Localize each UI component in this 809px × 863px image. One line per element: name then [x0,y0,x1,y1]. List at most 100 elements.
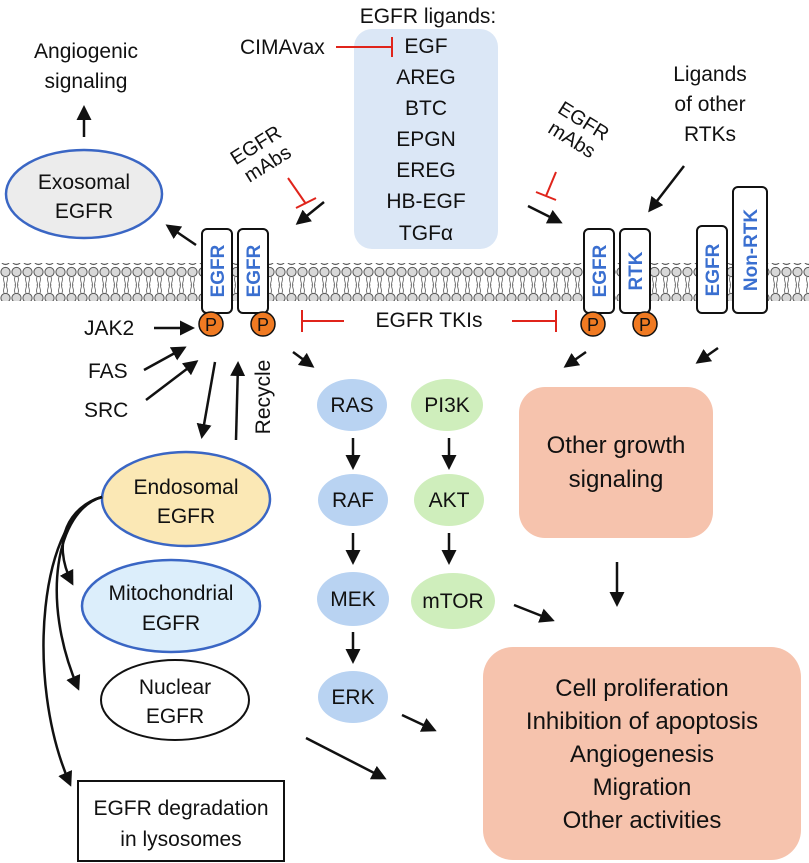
receptor-egfr-label: EGFR [590,244,611,297]
endosomal-label-line2: EGFR [157,505,215,528]
outcome-item: Migration [593,774,692,801]
tkis-label: EGFR TKIs [376,309,483,332]
kinase-src: SRC [84,399,128,422]
kinase-fas: FAS [88,360,128,383]
phospho-site: P [250,311,276,337]
svg-text:P: P [257,315,269,335]
svg-text:P: P [639,315,651,335]
arrow-to-pathways [292,350,315,368]
node-raf [318,474,388,526]
exosomal-egfr-oval [4,148,164,240]
egfr-dimer: EGFR EGFR [201,228,269,314]
arrow-ligands-to-rtk [648,165,685,213]
outcome-list: Cell proliferation Inhibition of apoptos… [526,675,758,834]
receptor-egfr [696,225,728,314]
receptor-egfr-label: EGFR [703,243,724,296]
ligand-item: BTC [405,97,447,120]
receptor-non-rtk-label: Non-RTK [741,209,762,292]
cimavax-inhibitor [336,37,393,57]
receptor-egfr-label: EGFR [244,244,265,297]
nuclear-label-line1: Nuclear [139,676,211,699]
outcome-item: Cell proliferation [555,675,728,702]
outcome-item: Angiogenesis [570,741,714,768]
other-growth-line1: Other growth [547,432,686,459]
arrow-src [145,360,199,401]
ligand-box [354,29,498,249]
arrow-mtor-to-outcomes [513,603,555,623]
phospho-site: P [198,311,224,337]
angiogenic-label-line2: signaling [45,70,128,93]
recycle-label: Recycle [252,360,275,435]
mitochondrial-label-line2: EGFR [142,612,200,635]
receptor-egfr-label: EGFR [208,244,229,297]
ligand-item: TGFα [399,222,453,245]
outcome-item: Inhibition of apoptosis [526,708,758,735]
ligand-list: EGF AREG BTC EPGN EREG HB-EGF TGFα [386,35,465,245]
arrow-ligand-to-egfr-right [527,204,563,224]
arrow-fas [143,346,187,372]
other-growth-box [519,387,713,538]
right-mabs-inhibitor [535,171,557,201]
exosomal-label-line2: EGFR [55,200,113,223]
cimavax-label: CIMAvax [240,36,325,59]
receptor-rtk [619,228,651,314]
degradation-box [77,780,285,862]
receptor-egfr [237,228,269,314]
other-rtk-ligands-line2: of other [674,93,745,116]
ligand-item: EREG [396,159,456,182]
left-mabs-inhibitor [287,177,317,209]
svg-text:P: P [587,315,599,335]
ligand-item: EGF [404,35,447,58]
arrow-nonrtk-to-growth [695,346,719,364]
node-akt-label: AKT [429,489,470,512]
exosomal-label-line1: Exosomal [38,171,130,194]
angiogenic-label-line1: Angiogenic [34,40,138,63]
outcome-item: Other activities [563,807,722,834]
receptor-rtk-label: RTK [626,251,647,290]
arrow-internalization [196,361,217,439]
node-akt [414,474,484,526]
svg-text:P: P [205,315,217,335]
nuclear-label-line2: EGFR [146,705,204,728]
cell-membrane [0,263,809,301]
endosomal-label-line1: Endosomal [133,476,238,499]
degradation-label-line1: EGFR degradation [93,797,268,820]
endosomal-egfr-oval [100,450,272,548]
ligands-header: EGFR ligands: [360,5,497,28]
other-rtk-ligands-line3: RTKs [684,123,736,146]
arrow-egfr-rtk-to-growth [563,350,587,368]
node-erk [318,671,388,723]
ligand-item: AREG [396,66,456,89]
node-raf-label: RAF [332,489,374,512]
endosome-trafficking-arrows [42,495,103,787]
degradation-label-line2: in lysosomes [120,828,241,851]
mitochondrial-label-line1: Mitochondrial [109,582,234,605]
node-pi3k [411,379,483,431]
other-rtk-ligands-line1: Ligands [673,63,747,86]
egfr-nonrtk-dimer: EGFR Non-RTK [696,186,768,314]
node-mek-label: MEK [330,588,376,611]
ligand-item: EPGN [396,128,456,151]
node-ras [317,379,387,431]
mitochondrial-egfr-oval [80,558,262,654]
egfr-rtk-dimer: EGFR RTK [583,228,651,314]
tki-inhibitor-left [301,310,344,332]
node-ras-label: RAS [330,394,373,417]
arrow-erk-to-outcomes [401,713,437,732]
arrow-ligand-to-egfr-left [295,201,325,225]
tki-inhibitor-right [512,310,557,332]
outcomes-box [483,647,801,860]
node-erk-label: ERK [331,686,374,709]
node-mek [317,572,389,626]
kinase-jak2: JAK2 [84,317,134,340]
receptor-non-rtk [732,186,768,314]
arrow-recycle [230,361,246,441]
left-mabs-label: EGFR mAbs [227,122,296,188]
node-mtor-label: mTOR [422,590,483,613]
phospho-site: P [632,311,658,337]
arrow-receptor-to-exosome [165,224,197,247]
right-mabs-label: EGFR mAbs [544,97,613,163]
ligand-item: HB-EGF [386,190,465,213]
phospho-site: P [580,311,606,337]
